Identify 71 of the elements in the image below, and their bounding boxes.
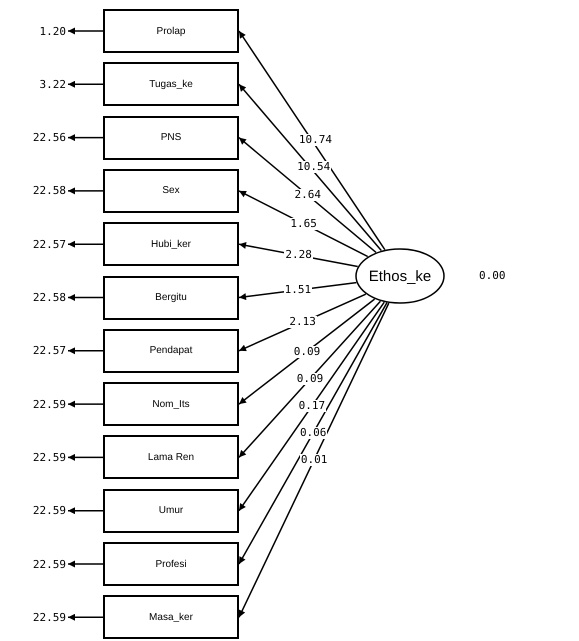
variable-name: Sex	[162, 185, 180, 196]
arrow	[238, 300, 381, 458]
arrow	[68, 294, 103, 301]
variable-box	[103, 382, 239, 426]
error-variance-value: 22.59	[0, 609, 66, 626]
variable-name: Lama Ren	[148, 452, 194, 463]
arrow	[68, 187, 103, 194]
variable-box	[103, 595, 239, 640]
variable-name: Masa_ker	[149, 612, 193, 623]
variable-box	[103, 542, 239, 586]
error-variance-value: 3.22	[0, 76, 66, 92]
edge-label: 0.01	[300, 454, 328, 466]
arrow	[68, 614, 103, 621]
variable-box	[103, 116, 239, 160]
error-variance-value: 22.59	[0, 449, 66, 466]
edge-label: 10.74	[298, 134, 334, 146]
error-variance-value: 22.59	[0, 396, 66, 412]
arrow	[238, 302, 390, 618]
error-variance-value: 22.58	[0, 182, 66, 199]
arrow	[68, 347, 103, 354]
arrow	[68, 400, 103, 408]
variable-name: Pendapat	[150, 345, 192, 356]
edge-label: 1.65	[289, 218, 318, 230]
variable-name: Tugas_ke	[149, 78, 193, 90]
arrow	[238, 302, 388, 564]
error-variance-value: 22.59	[0, 502, 66, 519]
arrow	[68, 134, 103, 142]
variable-box	[103, 62, 239, 106]
error-variance-value: 22.57	[0, 342, 66, 359]
arrow	[68, 560, 103, 568]
error-variance-value: 22.59	[0, 556, 66, 572]
error-variance-value: 1.20	[0, 23, 66, 39]
variable-box	[103, 435, 239, 480]
error-variance-value: 22.58	[0, 290, 66, 306]
arrow	[68, 28, 103, 34]
arrow	[238, 30, 386, 250]
variable-name: Nom_Its	[152, 398, 190, 410]
error-variance-value: 22.57	[0, 236, 66, 252]
variable-box	[103, 222, 239, 266]
edge-label: 0.06	[298, 427, 328, 440]
edge-label: 0.09	[292, 346, 322, 358]
variable-box	[103, 9, 239, 53]
edge-label: 0.09	[296, 373, 324, 386]
variable-box	[103, 328, 239, 373]
arrow	[238, 302, 385, 512]
edge-label: 2.28	[284, 249, 313, 262]
edge-label: 0.17	[298, 400, 326, 412]
arrow	[238, 84, 382, 252]
edge-label: 1.51	[284, 284, 312, 296]
edge-label: 10.54	[296, 161, 332, 174]
arrow	[68, 80, 103, 88]
edge-label: 2.64	[293, 188, 322, 201]
arrow	[238, 137, 376, 253]
variable-name: Profesi	[155, 558, 187, 570]
variance-value: 0.00	[478, 270, 506, 282]
variable-name: PNS	[160, 132, 182, 144]
variable-name: Bergitu	[155, 292, 187, 303]
latent-variable-ellipse	[355, 248, 445, 304]
error-variance-value: 22.56	[0, 130, 66, 146]
variable-box	[103, 488, 239, 533]
arrow	[68, 507, 103, 514]
arrow	[68, 454, 103, 461]
variable-name: Umur	[158, 505, 184, 516]
arrow	[68, 240, 103, 248]
variable-name: Ethos_ke	[368, 268, 432, 284]
arrow	[238, 298, 376, 405]
variable-name: Hubi_ker	[150, 238, 192, 250]
edge-label: 2.13	[288, 316, 317, 328]
variable-box	[103, 168, 239, 213]
variable-name: Prolap	[156, 26, 186, 36]
variable-box	[103, 276, 239, 320]
